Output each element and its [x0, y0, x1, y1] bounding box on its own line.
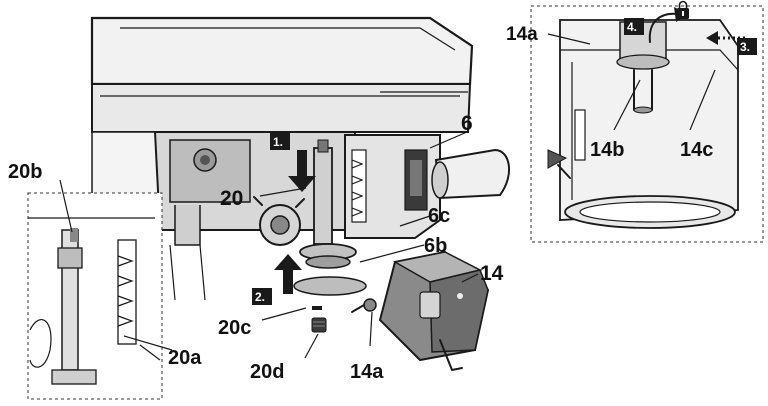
label-20a: 20a: [168, 347, 202, 369]
svg-text:2.: 2.: [255, 290, 265, 304]
label-20d: 20d: [250, 361, 284, 383]
step-marker-4: 4.: [624, 18, 644, 35]
label-14a-inset: 14a: [506, 24, 538, 45]
label-20b: 20b: [8, 161, 42, 183]
label-6: 6: [461, 112, 473, 135]
label-14: 14: [480, 262, 504, 285]
chuck-guard: [351, 250, 490, 371]
push-up-arrow: [274, 254, 302, 294]
label-14b: 14b: [590, 139, 624, 161]
label-6c: 6c: [428, 205, 450, 227]
lock-icon: [677, 0, 689, 19]
step-marker-1: 1.: [270, 133, 290, 150]
svg-text:3.: 3.: [740, 40, 750, 54]
step-marker-3: 3.: [737, 38, 757, 55]
label-20c: 20c: [218, 317, 251, 339]
label-14c: 14c: [680, 139, 713, 161]
inset-right-guard-lock: [530, 5, 764, 243]
leader-lines: [59, 33, 716, 359]
drill-head-housing: [90, 16, 511, 301]
label-6b: 6b: [424, 235, 447, 257]
inset-left-depth-stop: [27, 192, 163, 400]
step-marker-2: 2.: [252, 288, 272, 305]
label-20: 20: [220, 187, 243, 210]
label-14a: 14a: [350, 361, 384, 383]
shield-plate: [293, 276, 367, 333]
push-down-arrow: [288, 150, 316, 192]
svg-text:1.: 1.: [273, 135, 283, 149]
svg-text:4.: 4.: [627, 20, 637, 34]
